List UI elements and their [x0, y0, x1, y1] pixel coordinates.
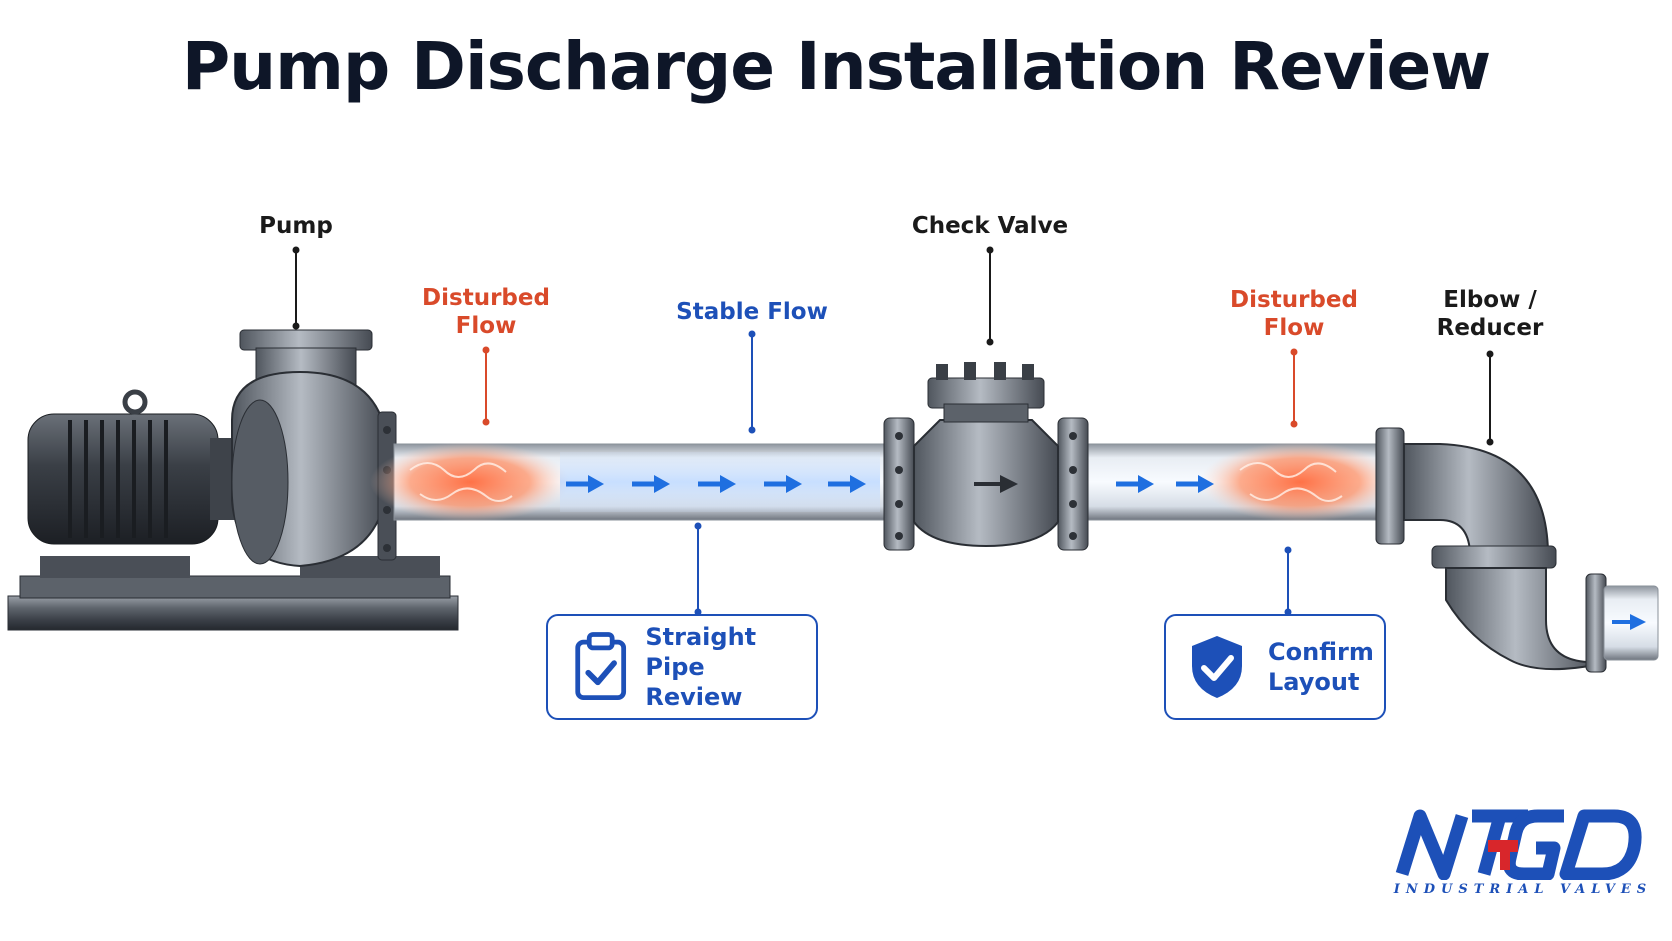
clipboard-check-icon [575, 632, 627, 700]
check-valve [883, 362, 1089, 551]
pump-label: Pump [259, 213, 333, 239]
elbow-reducer-label: Elbow /Reducer [1436, 287, 1544, 341]
stable-flow-label: Stable Flow [676, 299, 828, 325]
outlet-flow-arrow-icon [1612, 614, 1646, 630]
turbulence-swirls [409, 462, 1343, 502]
flow-arrow-icon [698, 475, 736, 493]
flow-arrow-icon [1116, 475, 1154, 493]
check-valve-label: Check Valve [911, 213, 1069, 239]
flow-arrows [566, 475, 1214, 493]
flow-arrow-icon [632, 475, 670, 493]
ntgd-logo-mark [1395, 809, 1642, 881]
flow-arrow-icon [764, 475, 802, 493]
pump-base-skid [7, 556, 459, 631]
brand-logo: INDUSTRIAL VALVES [1388, 808, 1656, 908]
motor [27, 389, 250, 545]
page-title: Pump Discharge Installation Review [181, 28, 1491, 105]
disturbed-flow-zone-2 [1200, 442, 1400, 522]
flow-arrow-icon [1176, 475, 1214, 493]
flow-arrow-icon [566, 475, 604, 493]
leader-lines [292, 246, 1494, 616]
shield-check-icon [1192, 636, 1242, 698]
logo-subtitle: INDUSTRIAL VALVES [1393, 882, 1653, 897]
elbow-reducer [1375, 427, 1659, 673]
disturbed-flow-zone-1 [370, 442, 570, 522]
valve-direction-arrow-icon [974, 475, 1018, 493]
pump-casing [231, 329, 397, 568]
flow-arrow-icon [828, 475, 866, 493]
